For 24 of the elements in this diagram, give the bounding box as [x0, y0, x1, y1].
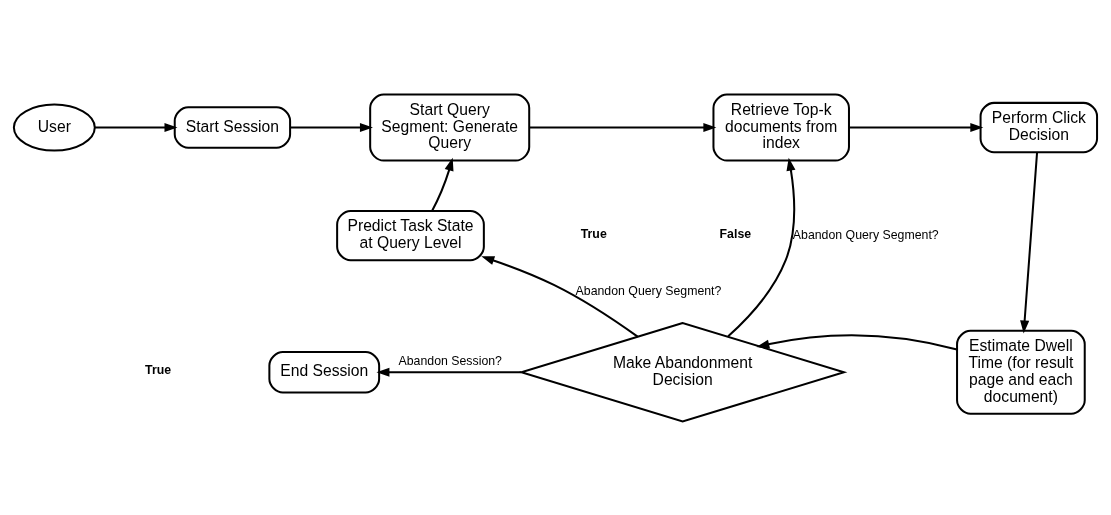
- label: True: [580, 226, 607, 241]
- arrow: [1020, 151, 1039, 334]
- arrow: [529, 122, 717, 132]
- label: False: [719, 226, 752, 241]
- node-box: Estimate Dwell Time (for result page and each document): [956, 329, 1086, 415]
- node-ellipse: User: [12, 103, 96, 151]
- arrow: [481, 255, 639, 337]
- node-box: Start Query Segment: Generate Query: [369, 92, 531, 162]
- node-box: Retrieve Top-k documents from index: [712, 92, 850, 162]
- edge-label: Abandon Query Segment?: [792, 227, 939, 242]
- edge-label: Abandon Session?: [398, 353, 502, 368]
- arrow: [727, 157, 796, 337]
- arrow: [95, 122, 178, 132]
- node-box: Start Session: [173, 105, 292, 149]
- arrow: [756, 333, 958, 351]
- node-box: Predict Task State at Query Level: [336, 209, 485, 261]
- node-box: End Session: [268, 350, 381, 393]
- edge-label: Abandon Query Segment?: [575, 283, 722, 298]
- arrow: [290, 122, 373, 132]
- arrow: [376, 367, 522, 377]
- node-box: Perform Click Decision: [979, 101, 1099, 153]
- arrow: [849, 122, 984, 132]
- label: True: [145, 362, 172, 377]
- arrow: [431, 157, 454, 211]
